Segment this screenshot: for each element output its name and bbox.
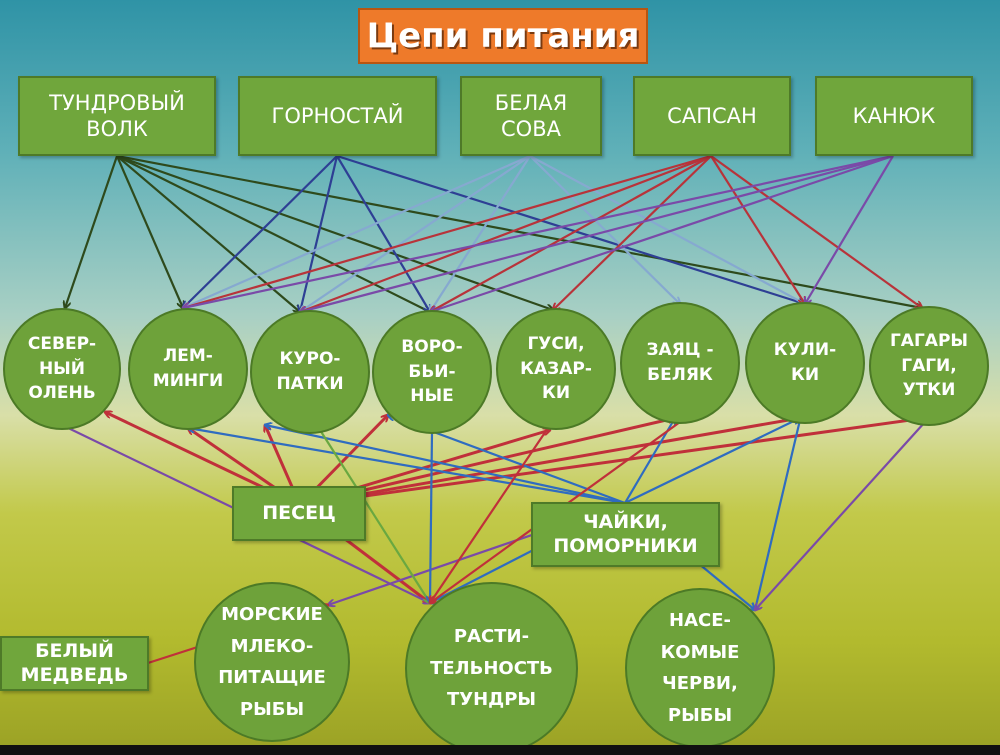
arrow-falcon-to-ptarmigan [300,154,712,312]
arrow-falcon-to-lemmings [183,154,712,308]
node-passerines: ВОРО- БЬИ- НЫЕ [372,310,492,434]
arrow-falcon-to-passerines [430,155,712,312]
arrow-buzzard-to-ptarmigan [300,154,894,312]
node-ptarmigan: КУРО- ПАТКИ [250,310,370,434]
node-buzzard: КАНЮК [815,76,973,156]
arrow-loons-to-insects [755,421,926,610]
node-insects-worms-fish: НАСЕ- КОМЫЕ ЧЕРВИ, РЫБЫ [625,588,775,748]
arrow-ermine-to-lemmings [183,155,338,308]
node-marine-mammals-fish: МОРСКИЕ МЛЕКО- ПИТАЩИЕ РЫБЫ [194,582,350,742]
node-geese: ГУСИ, КАЗАР- КИ [496,308,616,430]
node-hare: ЗАЯЦ - БЕЛЯК [620,302,740,424]
arrow-owl-to-waders [529,155,805,304]
node-tundra-wolf: ТУНДРОВЫЙ ВОЛК [18,76,216,156]
arrow-wolf-to-loons [116,154,922,308]
arrow-owl-to-passerines [430,155,531,312]
node-lemmings: ЛЕМ- МИНГИ [128,308,248,430]
arrow-waders-to-insects [755,419,802,610]
bottom-bar [0,745,1000,755]
arrow-wolf-to-lemmings [115,155,183,308]
arrow-wolf-to-ptarmigan [116,155,300,312]
arrow-fox-to-waders [299,418,800,507]
arrow-buzzard-to-waders [805,155,894,304]
arrow-owl-to-ptarmigan [300,155,531,312]
arrow-falcon-to-geese [553,155,712,310]
node-gulls-skuas: ЧАЙКИ, ПОМОРНИКИ [531,502,720,567]
arrow-ptarmigan-to-plants [319,429,430,603]
arrow-wolf-to-reindeer [65,155,119,308]
node-peregrine: САПСАН [633,76,791,156]
arrow-ermine-to-passerines [336,155,430,312]
arrow-owl-to-lemmings [183,154,531,308]
node-waders: КУЛИ- КИ [745,302,865,424]
arrow-geese-to-plants [430,427,549,603]
node-polar-bear: БЕЛЫЙ МЕДВЕДЬ [0,636,149,691]
node-tundra-vegetation: РАСТИ- ТЕЛЬНОСТЬ ТУНДРЫ [405,582,578,755]
arrow-buzzard-to-passerines [430,154,894,312]
arrow-wolf-to-geese [116,154,553,310]
arrow-buzzard-to-lemmings [183,154,894,308]
arrow-wolf-to-passerines [116,155,430,312]
arrow-owl-to-hare [529,155,680,304]
arrow-ermine-to-ptarmigan [300,155,339,312]
page-title: Цепи питания [358,8,648,64]
arrow-falcon-to-waders [710,155,805,304]
node-ermine: ГОРНОСТАЙ [238,76,437,156]
arrow-passerines-to-plants [430,431,432,603]
arrow-gulls-to-lemmings [188,428,626,505]
node-snowy-owl: БЕЛАЯ СОВА [460,76,602,156]
arrow-falcon-to-loons [710,155,922,308]
node-arctic-fox: ПЕСЕЦ [232,486,366,541]
arrow-fox-to-loons [299,418,925,507]
arrow-ermine-to-waders [336,154,805,304]
arrow-gulls-to-waders [624,418,800,504]
node-loons: ГАГАРЫ ГАГИ, УТКИ [869,306,989,426]
node-reindeer: СЕВЕР- НЫЙ ОЛЕНЬ [3,308,121,430]
